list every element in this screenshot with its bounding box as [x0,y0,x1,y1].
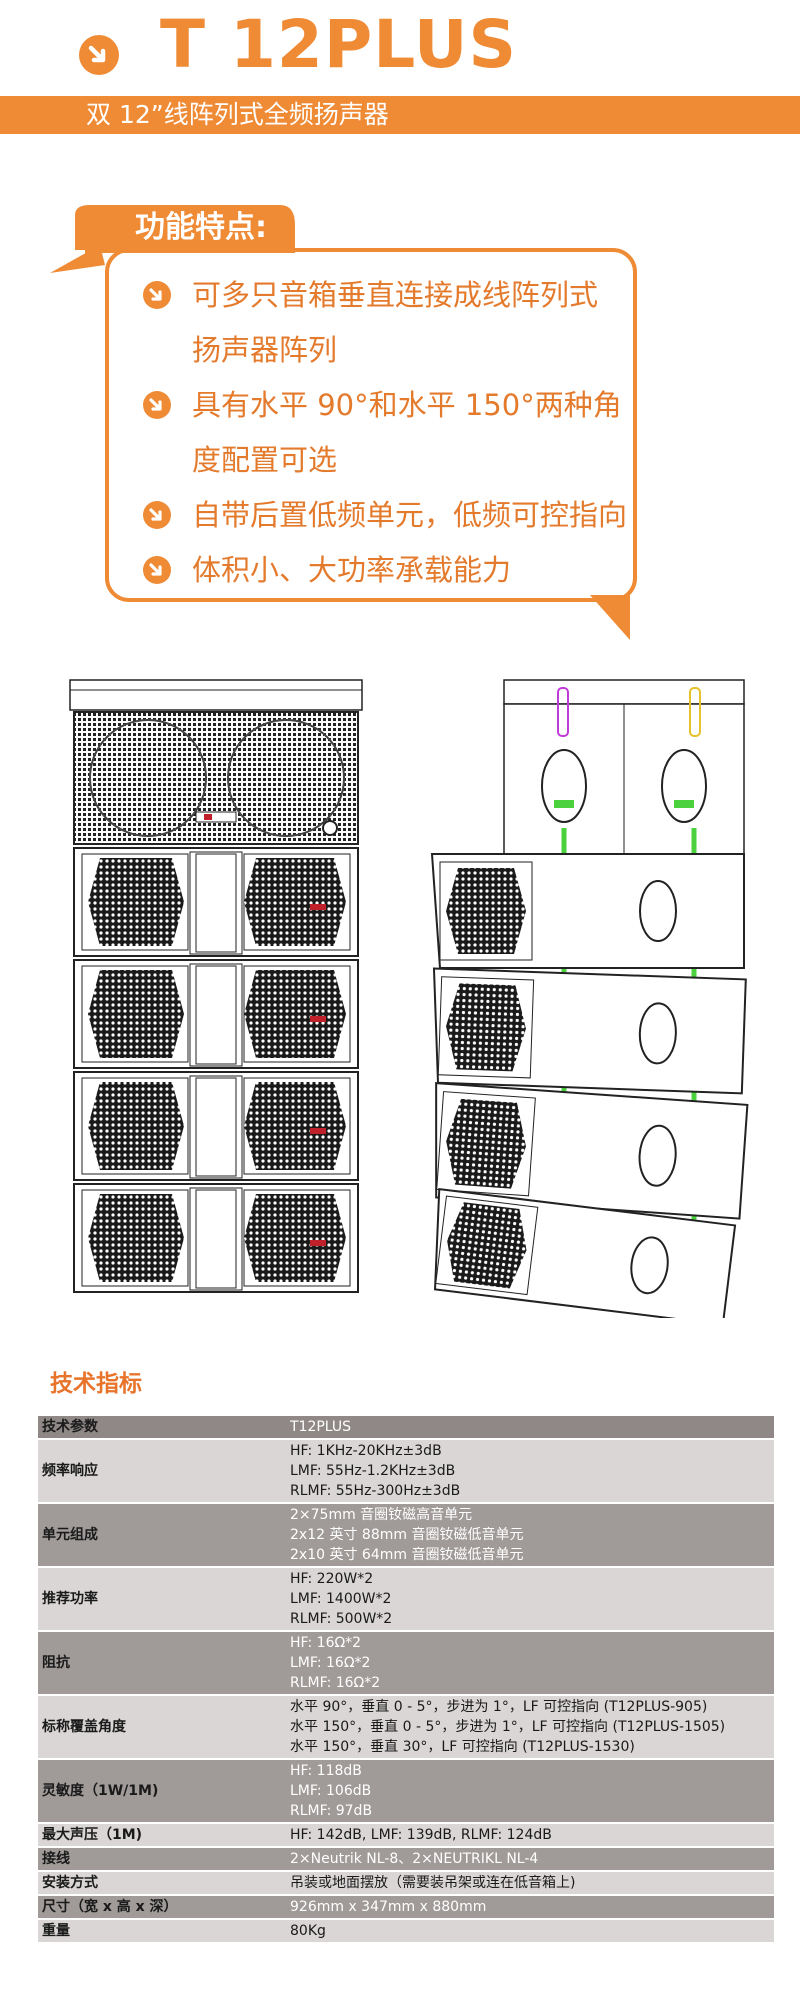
cabinet [73,1183,359,1293]
features-title: 功能特点: [135,210,267,245]
feature-text: 体积小、大功率承载能力 [192,553,512,587]
cabinet-side [433,1187,737,1318]
product-subtitle: 双 12”线阵列式全频扬声器 [86,100,389,129]
cabinet [73,847,359,957]
feature-text-cont: 度配置可选 [192,443,338,477]
bullet-arrow-icon [143,391,171,419]
cabinet-side [432,967,747,1095]
cabinet [73,1071,359,1181]
spec-value: HF: 142dB, LMF: 139dB, RLMF: 124dB [286,1823,774,1848]
spec-label: 频率响应 [38,1439,286,1504]
table-row: 最大声压（1M) HF: 142dB, LMF: 139dB, RLMF: 12… [38,1823,774,1848]
features-callout-box [50,205,637,640]
feature-text: 可多只音箱垂直连接成线阵列式 [192,278,599,312]
speaker-array-side-view [430,679,749,1318]
bullet-arrow-icon [143,556,171,584]
table-row: 重量 80Kg [38,1919,774,1944]
spec-label: 重量 [38,1919,286,1944]
spec-value: T12PLUS [286,1416,774,1440]
bullet-arrow-icon [143,281,171,309]
table-row: 安装方式 吊装或地面摆放（需要装吊架或连在低音箱上) [38,1871,774,1896]
cabinet [73,959,359,1069]
table-row: 接线 2×Neutrik NL-8、2×NEUTRIKL NL-4 [38,1847,774,1872]
spec-label: 标称覆盖角度 [38,1695,286,1760]
arrow-down-right-circle-icon [79,35,119,75]
spec-label: 推荐功率 [38,1567,286,1632]
table-row: 尺寸（宽 x 高 x 深） 926mm x 347mm x 880mm [38,1895,774,1920]
spec-value: 水平 90°，垂直 0 - 5°，步进为 1°，LF 可控指向 (T12PLUS… [286,1695,774,1760]
feature-text-cont: 扬声器阵列 [192,333,338,367]
cabinet-side [430,853,745,969]
feature-text: 具有水平 90°和水平 150°两种角 [192,388,622,422]
spec-value: 926mm x 347mm x 880mm [286,1895,774,1920]
table-row: 技术参数 T12PLUS [38,1416,774,1440]
spec-label: 灵敏度（1W/1M) [38,1759,286,1824]
spec-label: 最大声压（1M) [38,1823,286,1848]
spec-label: 安装方式 [38,1871,286,1896]
specs-heading: 技术指标 [50,1371,142,1397]
spec-label: 阻抗 [38,1631,286,1696]
spec-label: 单元组成 [38,1503,286,1568]
table-row: 标称覆盖角度 水平 90°，垂直 0 - 5°，步进为 1°，LF 可控指向 (… [38,1695,774,1760]
spec-label: 技术参数 [38,1416,286,1440]
spec-value: 2×Neutrik NL-8、2×NEUTRIKL NL-4 [286,1847,774,1872]
spec-label: 接线 [38,1847,286,1872]
spec-label: 尺寸（宽 x 高 x 深） [38,1895,286,1920]
cabinet-side [435,1082,749,1220]
speaker-array-front-view [69,679,363,1293]
subtitle-bar [0,96,800,134]
product-title: T 12PLUS [160,6,518,83]
feature-text: 自带后置低频单元，低频可控指向 [192,498,628,532]
spec-value: 吊装或地面摆放（需要装吊架或连在低音箱上) [286,1871,774,1896]
bullet-arrow-icon [143,501,171,529]
spec-value: 80Kg [286,1919,774,1944]
